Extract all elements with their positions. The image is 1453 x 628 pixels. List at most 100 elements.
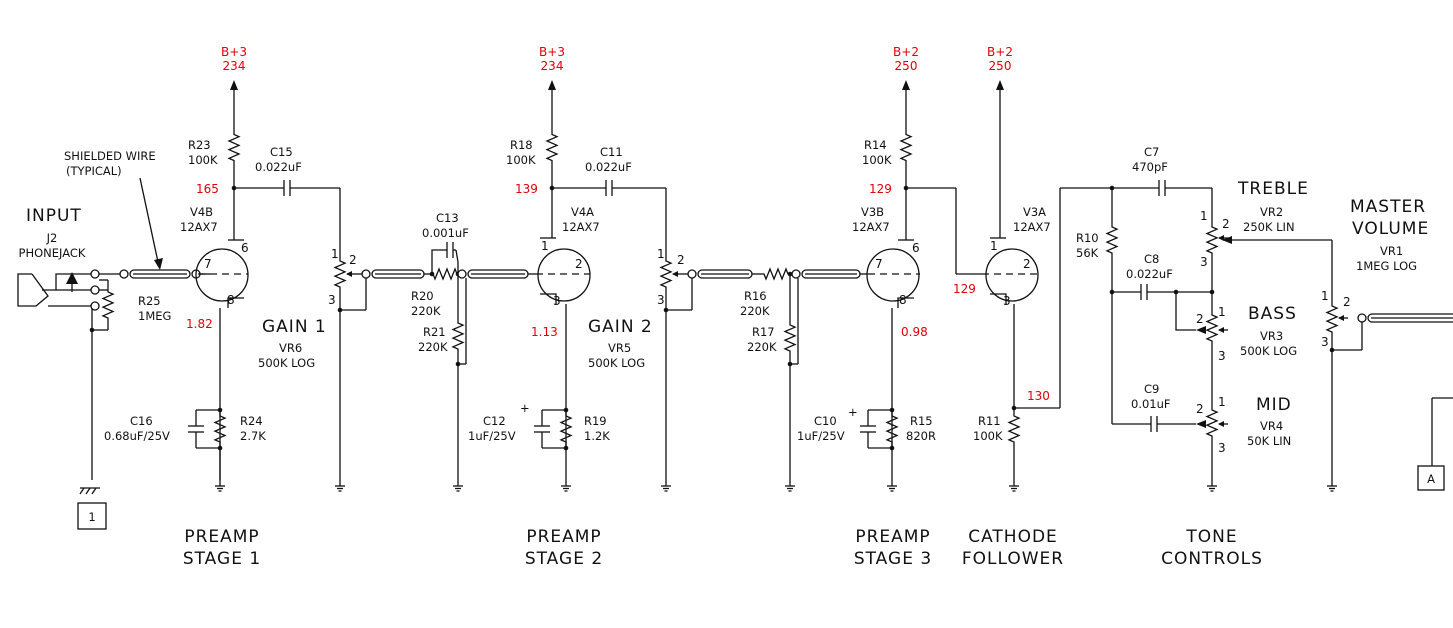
wire: [31, 273, 49, 307]
pin-number: 1: [1321, 289, 1329, 303]
component-ref: VR1: [1380, 244, 1403, 258]
junction-dot: [1109, 289, 1115, 295]
pin-number: 2: [1196, 402, 1204, 416]
junction-dot: [549, 185, 555, 191]
component-ref: VR6: [279, 341, 302, 355]
resistor-symbol: [659, 252, 673, 296]
supply-voltage: 234: [223, 59, 246, 73]
resistor-symbol: [213, 410, 227, 448]
component-ref: V3A: [1023, 205, 1046, 219]
component-value: 470pF: [1132, 160, 1168, 174]
component-value: 220K: [411, 304, 441, 318]
pin-number: 1: [1200, 209, 1208, 223]
component-ref: C13: [436, 211, 459, 225]
stage-title: CATHODE: [968, 527, 1058, 547]
resistor-symbol: [545, 125, 559, 170]
resistor-symbol: [1205, 400, 1219, 446]
junction-dot: [337, 307, 343, 313]
component-ref: R16: [744, 289, 767, 303]
terminal: [119, 269, 129, 279]
component-value: 1.2K: [584, 429, 610, 443]
component-ref: R18: [510, 138, 533, 152]
control-name: VOLUME: [1352, 219, 1429, 239]
control-name: GAIN 2: [588, 317, 653, 337]
control-name: MID: [1256, 395, 1292, 415]
wiper-arrow: [1218, 235, 1224, 241]
pin-number: 1: [990, 239, 998, 253]
component-ref: VR4: [1260, 419, 1283, 433]
junction-dot: [455, 361, 461, 367]
component-ref: R14: [864, 138, 887, 152]
terminal: [687, 269, 697, 279]
terminal: [90, 269, 100, 279]
junction-dot: [1173, 289, 1179, 295]
control-name: GAIN 1: [262, 317, 327, 337]
wire: [91, 487, 97, 495]
component-value: 0.022uF: [585, 160, 632, 174]
control-name: BASS: [1248, 304, 1297, 324]
wiring: [17, 85, 1453, 495]
tube-envelope: [195, 248, 249, 302]
pin-number: 7: [875, 257, 883, 271]
stage-title: STAGE 1: [183, 549, 261, 569]
resistor-symbol: [1105, 218, 1119, 262]
components: [66, 80, 1453, 530]
junction-dot: [1209, 289, 1215, 295]
pin-number: 1: [657, 247, 665, 261]
terminal: [1357, 313, 1367, 323]
terminal: [361, 269, 371, 279]
component-ref: C15: [270, 145, 293, 159]
wire: [455, 249, 459, 263]
stage-title: CONTROLS: [1161, 549, 1263, 569]
supply-voltage: 250: [989, 59, 1012, 73]
component-value: 0.022uF: [255, 160, 302, 174]
component-value: 250K LIN: [1243, 220, 1295, 234]
note-arrow: [154, 258, 163, 270]
component-ref: C12: [483, 414, 506, 428]
pin-number: 3: [1321, 335, 1329, 349]
component-value: 500K LOG: [588, 356, 645, 370]
supply-label: B+2: [987, 45, 1013, 59]
component-value: 0.022uF: [1126, 267, 1173, 281]
component-ref: R11: [978, 414, 1001, 428]
junction-dot: [1329, 347, 1335, 353]
pin-number: 2: [349, 253, 357, 267]
wire: [431, 249, 444, 274]
supply-voltage: 250: [895, 59, 918, 73]
wire: [1175, 292, 1196, 331]
component-ref: VR3: [1260, 329, 1283, 343]
polarity-mark: +: [520, 401, 530, 415]
jack-name: PHONEJACK: [19, 246, 86, 260]
pin-number: 3: [1218, 349, 1226, 363]
junction-dot: [787, 361, 793, 367]
component-ref: C16: [130, 414, 153, 428]
wiper-arrow: [1338, 315, 1344, 321]
junction-dot: [231, 185, 237, 191]
component-ref: V4B: [190, 205, 213, 219]
resistor-symbol: [432, 267, 458, 281]
pin-number: 3: [1003, 294, 1011, 308]
offpage-ref-box: [1417, 465, 1445, 491]
voltage-reading: 1.82: [186, 317, 213, 331]
pin-number: 7: [204, 257, 212, 271]
wiper-arrow: [346, 271, 352, 277]
signal-arrow: [1196, 326, 1206, 334]
pin-number: 3: [553, 294, 561, 308]
stage-title: STAGE 3: [854, 549, 932, 569]
junction-dot: [787, 271, 793, 277]
component-value: 820R: [906, 429, 936, 443]
labels: B+3 234 B+3 234 B+2 250 B+2 250 165 1.82…: [19, 45, 1436, 569]
input-title: INPUT: [26, 206, 82, 226]
component-value: 1uF/25V: [468, 429, 516, 443]
wire: [79, 487, 85, 495]
pin-number: 2: [575, 257, 583, 271]
supply-arrow: [230, 80, 238, 90]
component-value: 100K: [188, 153, 218, 167]
component-ref: R17: [752, 325, 775, 339]
tube-envelope: [866, 248, 920, 302]
pin-number: 2: [677, 253, 685, 267]
junction-dot: [1109, 185, 1115, 191]
voltage-reading: 0.98: [901, 325, 928, 339]
resistor-symbol: [451, 312, 465, 360]
